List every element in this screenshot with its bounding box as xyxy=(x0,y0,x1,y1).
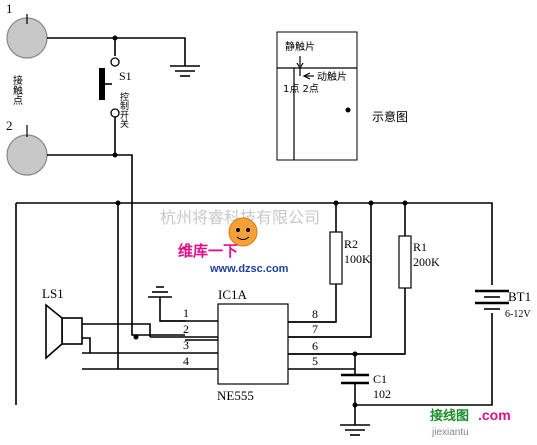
speaker-ls1: LS1 xyxy=(42,286,151,360)
wire-top-rail xyxy=(16,202,493,285)
pin-right-5: 5 xyxy=(312,354,318,368)
touch-terminal-1: 1 xyxy=(6,1,48,59)
junction-ground xyxy=(352,402,358,408)
watermark-footer-url: jiexiantu xyxy=(431,427,469,438)
junction-pin2 xyxy=(133,334,139,340)
switch-label: S1 xyxy=(119,69,132,83)
ground-symbol-bottom xyxy=(340,424,370,436)
battery-bt1: BT1 6-12V xyxy=(475,289,531,320)
s1-plunger xyxy=(99,68,105,100)
pin-left-2: 2 xyxy=(183,322,189,336)
speaker-label: LS1 xyxy=(42,286,64,301)
r1-value: 200K xyxy=(413,255,440,269)
contact-note: 接触点 xyxy=(11,74,23,106)
battery-ref: BT1 xyxy=(508,289,531,304)
r2-value: 100K xyxy=(344,252,371,266)
ground-symbol-pin1 xyxy=(148,286,172,298)
wire-terminal2-pin3 xyxy=(47,154,185,336)
watermark-site: www.dzsc.com xyxy=(209,263,289,275)
s1-contact-upper xyxy=(110,57,120,67)
r1-ref: R1 xyxy=(413,240,427,254)
ic-part: NE555 xyxy=(217,388,254,403)
terminal-2-label: 2 xyxy=(6,118,13,133)
watermark-footer-cn: 接线图 xyxy=(430,408,469,424)
watermark-footer-com: .com xyxy=(478,407,511,423)
ic-ne555: IC1A NE555 1 2 3 4 8 7 6 5 xyxy=(82,287,405,403)
pin-left-1: 1 xyxy=(183,306,189,320)
ic-name: IC1A xyxy=(218,287,248,302)
wire-terminal1-ground xyxy=(47,37,186,66)
watermark-brand: 维库一下 xyxy=(178,242,238,260)
junction-r1 xyxy=(402,200,408,206)
inset-point-labels: 1点 2点 xyxy=(283,83,319,95)
junction-s1-top xyxy=(112,35,118,41)
ground-symbol-top xyxy=(170,65,200,77)
junction-pin4 xyxy=(115,200,121,206)
wire-bottom-rail xyxy=(355,313,493,406)
terminal-1-label: 1 xyxy=(6,1,13,16)
pin-left-4: 4 xyxy=(183,354,189,368)
c1-ref: C1 xyxy=(373,372,387,386)
watermark-company: 杭州将睿科技有限公司 xyxy=(160,208,320,227)
pin-right-6: 6 xyxy=(312,339,318,353)
pin-left-3: 3 xyxy=(183,338,189,352)
inset-caption: 示意图 xyxy=(372,109,408,124)
junction-s1-bottom xyxy=(112,152,118,158)
watermark-mascot xyxy=(228,217,258,247)
junction-r2 xyxy=(333,200,339,206)
inset-sketch: 静触片 动触片 1点 2点 示意图 xyxy=(276,31,408,161)
pin-right-8: 8 xyxy=(312,307,318,321)
inset-moving-contact: 动触片 xyxy=(317,70,347,83)
wire-pin1-ground xyxy=(159,297,186,322)
c1-value: 102 xyxy=(373,387,391,401)
capacitor-c1: C1 102 xyxy=(341,354,391,425)
switch-note: 控制开关 xyxy=(118,91,129,129)
battery-voltage: 6-12V xyxy=(505,309,531,320)
inset-static-contact: 静触片 xyxy=(285,40,315,53)
pin-right-7: 7 xyxy=(312,322,318,336)
r2-ref: R2 xyxy=(344,237,358,251)
